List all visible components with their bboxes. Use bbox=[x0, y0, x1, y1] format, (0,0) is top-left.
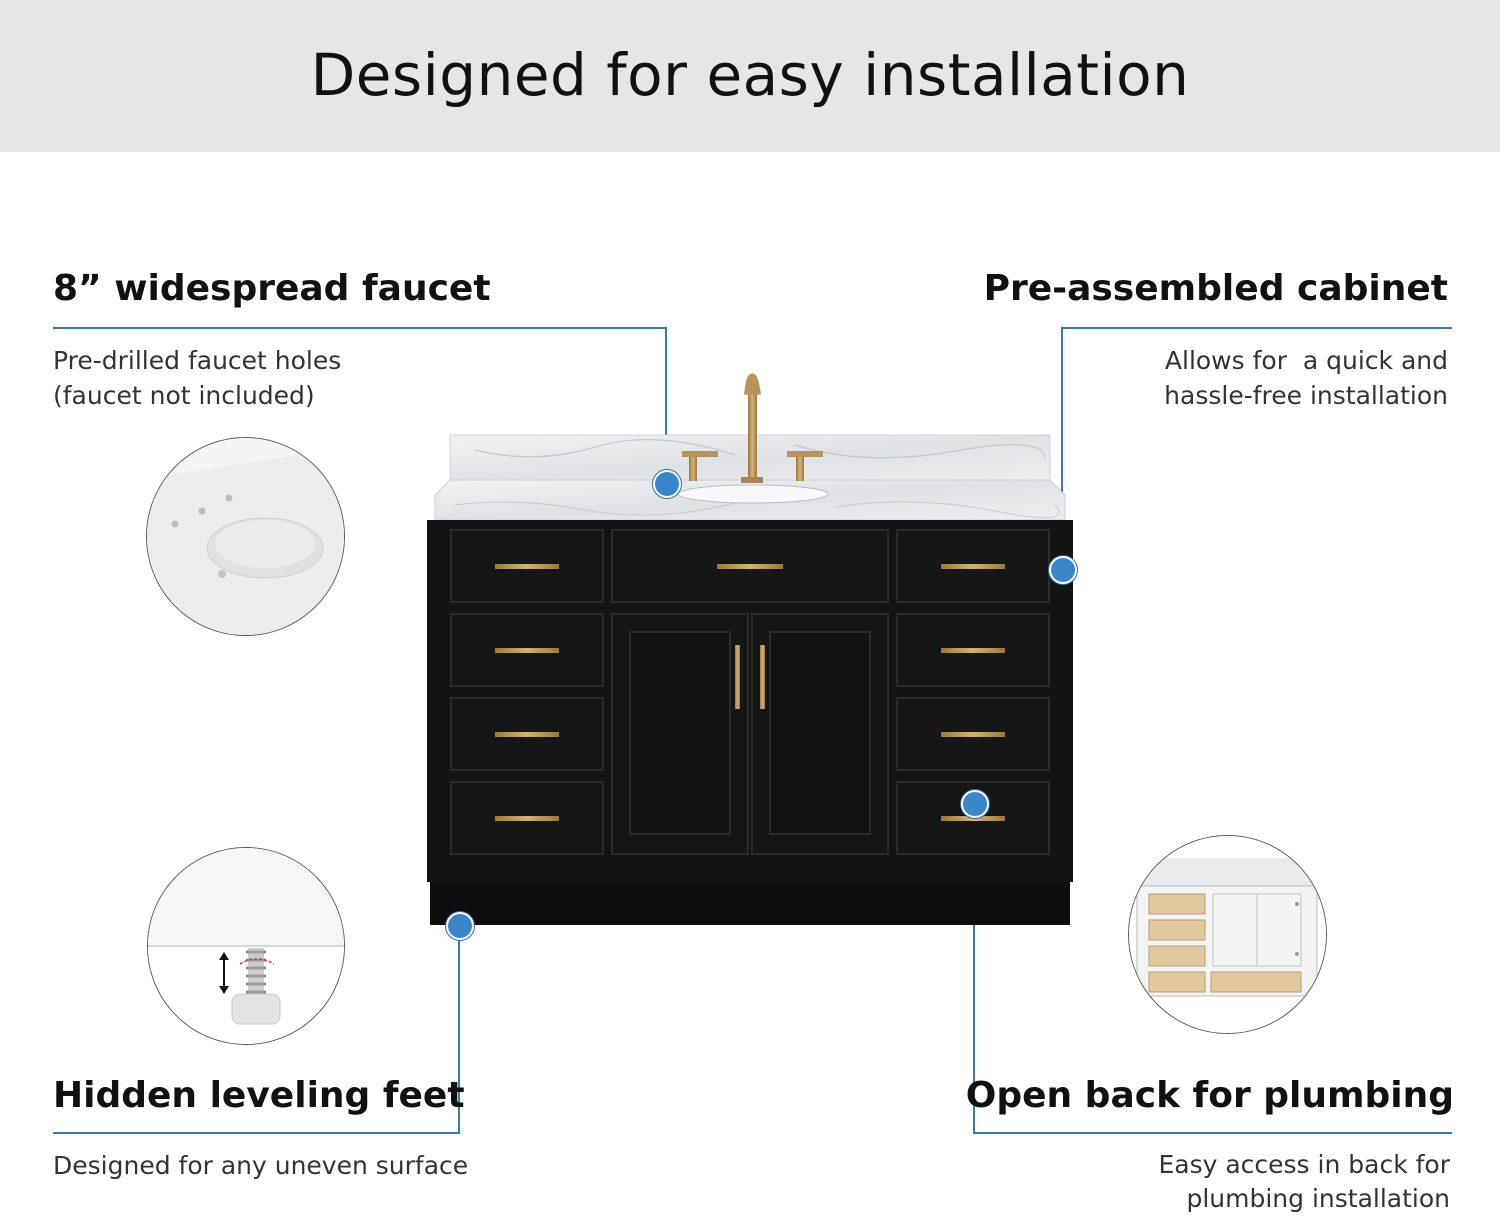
plumbing-feature-desc: Easy access in back for plumbing install… bbox=[1158, 1148, 1450, 1216]
leveling-connector bbox=[458, 924, 460, 1134]
plumbing-desc-line-2: plumbing installation bbox=[1186, 1184, 1450, 1213]
leveling-feature-desc: Designed for any uneven surface bbox=[53, 1148, 468, 1183]
page-title: Designed for easy installation bbox=[310, 41, 1190, 109]
callout-dot-icon bbox=[1049, 556, 1077, 584]
faucet-connector bbox=[665, 327, 667, 482]
plumbing-desc-line-1: Easy access in back for bbox=[1158, 1150, 1450, 1179]
leveling-feature-title: Hidden leveling feet bbox=[53, 1075, 465, 1116]
cabinet-feature-title: Pre-assembled cabinet bbox=[983, 268, 1448, 309]
leveling-arrow-icon bbox=[219, 952, 229, 994]
leveling-underline bbox=[53, 1132, 460, 1134]
cabinet-desc-line-2: hassle-free installation bbox=[1164, 381, 1448, 410]
callout-dot-icon bbox=[653, 470, 681, 498]
leveling-desc-line-1: Designed for any uneven surface bbox=[53, 1151, 469, 1180]
cabinet-feature-desc: Allows for a quick and hassle-free insta… bbox=[1164, 343, 1448, 413]
header-banner: Designed for easy installation bbox=[0, 0, 1500, 152]
plumbing-feature-title: Open back for plumbing bbox=[965, 1075, 1454, 1116]
leveling-foot-detail-image bbox=[147, 847, 345, 1045]
cabinet-underline bbox=[1061, 327, 1452, 329]
open-back-detail-image bbox=[1128, 835, 1327, 1034]
callout-dot-icon bbox=[446, 912, 474, 940]
faucet-feature-desc: Pre-drilled faucet holes (faucet not inc… bbox=[53, 343, 341, 413]
plumbing-connector bbox=[973, 802, 975, 1134]
faucet-feature-title: 8” widespread faucet bbox=[53, 268, 491, 309]
faucet-holes-detail-image bbox=[146, 437, 345, 636]
faucet-underline bbox=[53, 327, 667, 329]
cabinet-connector bbox=[1061, 327, 1063, 567]
faucet-desc-line-2: (faucet not included) bbox=[53, 381, 315, 410]
callout-dot-icon bbox=[961, 790, 989, 818]
vanity-image bbox=[415, 355, 1085, 935]
faucet-desc-line-1: Pre-drilled faucet holes bbox=[53, 346, 342, 375]
plumbing-underline bbox=[973, 1132, 1452, 1134]
cabinet-desc-line-1: Allows for a quick and bbox=[1164, 346, 1448, 375]
